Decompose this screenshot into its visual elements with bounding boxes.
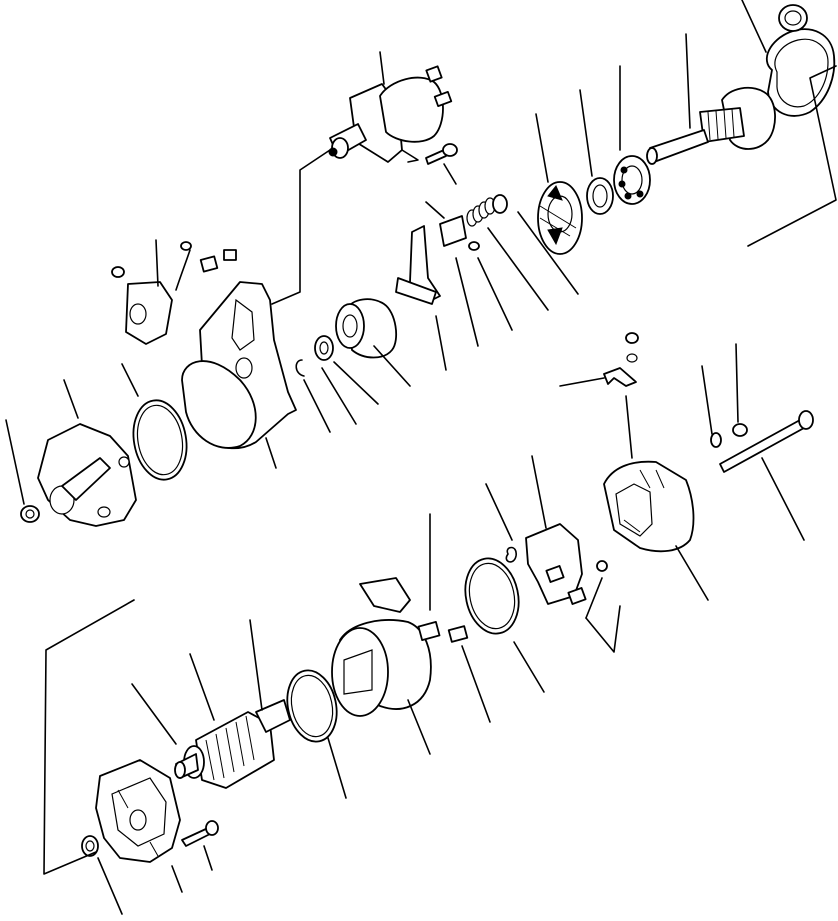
- pinion-shaft: [646, 86, 776, 165]
- spring: [466, 194, 508, 227]
- stop-ring: [314, 335, 334, 361]
- solenoid-bolt: [425, 143, 458, 165]
- field-yoke: [331, 577, 469, 717]
- rear-bracket: [95, 759, 181, 863]
- shift-lever: [395, 215, 467, 305]
- o-ring-yoke: [464, 557, 520, 635]
- pinion-clutch: [335, 298, 398, 359]
- o-ring-large: [132, 399, 188, 481]
- rear-bolt: [181, 820, 219, 847]
- washer: [81, 432, 722, 857]
- center-bracket: [537, 181, 583, 255]
- front-housing: [181, 281, 297, 450]
- solenoid-switch: [328, 65, 453, 163]
- through-bolt: [719, 410, 814, 473]
- leader-lines: [5, 0, 837, 915]
- clip-plate: [603, 367, 637, 387]
- bushing: [20, 505, 40, 523]
- brush-spring: [505, 546, 517, 563]
- end-cover-screw: [625, 332, 748, 437]
- o-ring-mid: [286, 669, 338, 743]
- end-frame: [603, 460, 695, 553]
- front-cover: [37, 423, 137, 527]
- lead-wire-terminal: [111, 241, 237, 345]
- steel-ball: [468, 241, 480, 251]
- brush-holder: [525, 523, 608, 605]
- snap-ring: [295, 359, 305, 377]
- armature: [174, 699, 291, 789]
- ball-bearing: [613, 155, 651, 205]
- shaft-seal-ring: [766, 4, 836, 117]
- bearing-retainer: [586, 177, 614, 215]
